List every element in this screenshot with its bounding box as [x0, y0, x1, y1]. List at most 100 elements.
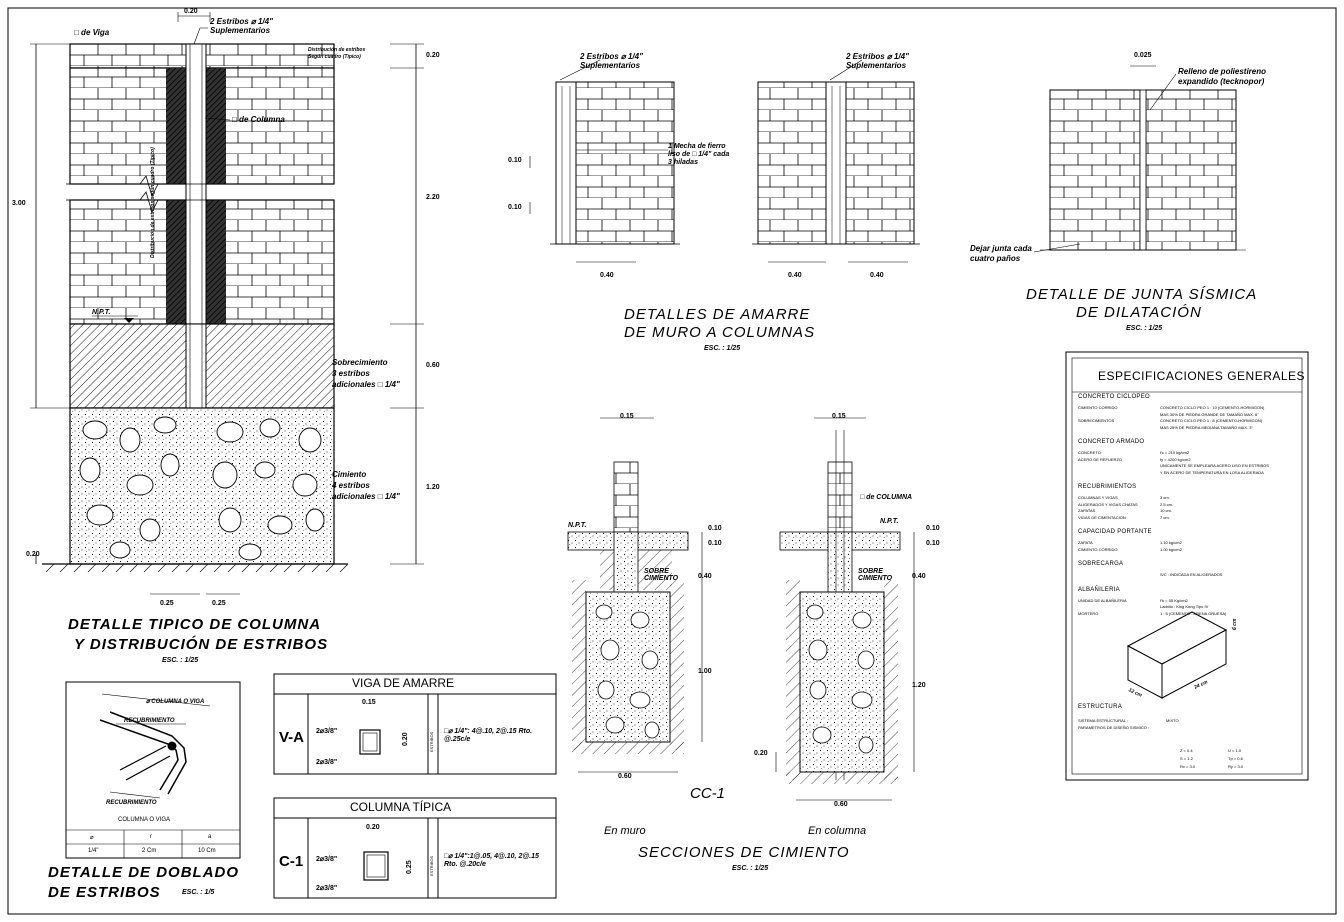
doblado-table-title: COLUMNA O VIGA	[118, 817, 171, 823]
seismic-parameter: Tp = 0.6	[1228, 756, 1243, 761]
columna-header: COLUMNA TÍPICA	[350, 800, 452, 814]
dejar-1: Dejar junta cada	[970, 244, 1032, 253]
cimiento-3: adicionales □ 1/4"	[332, 492, 400, 501]
vertical-dist-label: Distribución de estribos según cuadro (T…	[150, 147, 156, 258]
spec-section-title: ALBAÑILERIA	[1078, 586, 1120, 593]
top-width-dim: 0.20	[184, 8, 198, 15]
spec-row-label: VIGAS DE CIMENTACION	[1078, 514, 1126, 520]
dim-020-bottom: 0.20	[26, 551, 40, 558]
amarre-estribos-a-1: 2 Estribos ⌀ 1/4"	[580, 52, 643, 61]
brick-dim-1: 6 cm	[1232, 618, 1238, 630]
cim-dim-120: 1.20	[912, 682, 926, 689]
spec-row-value: S/C : INDICADA EN ALIGERADOS	[1160, 572, 1223, 577]
columna-dim-w: 0.20	[366, 824, 380, 831]
sobrecimiento-1: Sobrecimiento	[332, 358, 388, 367]
seismic-parameter: S = 1.2	[1180, 756, 1193, 761]
cim-sobre-b-2: CIMIENTO	[858, 575, 893, 582]
column-detail-title-2: Y DISTRIBUCIÓN DE ESTRIBOS	[74, 636, 329, 653]
amarre-dim-010-b: 0.10	[508, 204, 522, 211]
cimiento-2: 4 estribos	[332, 481, 370, 490]
junta-title-2: DE DILATACIÓN	[1076, 304, 1202, 321]
relleno-1: Relleno de poliestireno	[1178, 67, 1267, 76]
columna-code: C-1	[279, 853, 304, 870]
spec-row-value: 1.10 kg/cm2	[1160, 540, 1182, 545]
amarre-dim-040-b: 0.40	[788, 272, 802, 279]
estribos-label-2: Suplementarios	[210, 26, 271, 35]
column-detail-drawing	[30, 12, 424, 595]
amarre-dim-010-a: 0.10	[508, 157, 522, 164]
doblado-th-2: a	[208, 834, 212, 840]
seismic-parameter: U = 1.0	[1228, 748, 1242, 753]
viga-bars-top: 2⌀3/8"	[316, 728, 338, 735]
amarre-dim-040-a: 0.40	[600, 272, 614, 279]
junta-scale: ESC. : 1/25	[1126, 325, 1163, 332]
spec-section-title: CONCRETO ARMADO	[1078, 439, 1145, 445]
amarre-title-1: DETALLES DE AMARRE	[624, 306, 811, 323]
amarre-estribos-b-2: Suplementarios	[846, 61, 907, 70]
viga-estribos-1: □⌀ 1/4": 4@.10, 2@.15 Rto.	[444, 728, 533, 735]
cimiento-title: SECCIONES DE CIMIENTO	[638, 844, 850, 861]
dejar-2: cuatro paños	[970, 254, 1021, 263]
column-detail-title-1: DETALLE TIPICO DE COLUMNA	[68, 616, 322, 633]
columna-estribos-side: ESTRIBOS	[429, 855, 434, 876]
spec-row-label: CIMIENTO CORRIDO	[1078, 405, 1118, 410]
cimiento-1: Cimiento	[332, 470, 367, 479]
viga-box-frame	[273, 673, 557, 775]
cim-dim-040-a: 0.40	[698, 573, 712, 580]
cim-dim-060-a: 0.60	[618, 773, 632, 780]
cim-dim-020: 0.20	[754, 750, 768, 757]
cimiento-columna-drawing	[775, 417, 915, 801]
spec-row-value: CONCRETO CICLO PEO 1 : 8 (CEMENTO-HORMIG…	[1160, 418, 1263, 423]
spec-section-title: SOBRECARGA	[1078, 561, 1124, 567]
cim-dim-010-4: 0.10	[926, 540, 940, 547]
spec-row-value: 10 cm.	[1160, 508, 1173, 513]
dim-020-top: 0.20	[426, 52, 440, 59]
spec-row-label: ALIGERADOS Y VIGAS CHATAS	[1078, 501, 1138, 507]
estribos-label-1: 2 Estribos ⌀ 1/4"	[210, 17, 273, 26]
cim-code: CC-1	[690, 785, 726, 802]
amarre-title-2: DE MURO A COLUMNAS	[624, 324, 816, 341]
spec-row-value: UNICAMENTE SE EMPLEARA ACERO LISO EN EST…	[1160, 463, 1269, 468]
dim-025-b: 0.25	[212, 600, 226, 607]
amarre-estribos-b-1: 2 Estribos ⌀ 1/4"	[846, 52, 909, 61]
cim-npt-b: N.P.T.	[880, 518, 899, 525]
brick-isometric	[1126, 611, 1228, 699]
columna-bars-bot: 2⌀3/8"	[316, 885, 338, 892]
doblado-columna-viga: ⌀ COLUMNA O VIGA	[146, 699, 205, 705]
dim-120: 1.20	[426, 484, 440, 491]
cim-dim-040-b: 0.40	[912, 573, 926, 580]
viga-estribos-2: @.25c/e	[444, 736, 471, 743]
spec-row-label: CIMIENTO CORRIDO	[1078, 546, 1118, 552]
spec-row-value: 1 : 5 (CEMENTO - ARENA GRUESA)	[1160, 610, 1227, 616]
spec-row-label: ZAPATA	[1078, 540, 1093, 545]
spec-section-title: CAPACIDAD PORTANTE	[1078, 529, 1152, 535]
spec-section-title: RECUBRIMIENTOS	[1078, 484, 1137, 490]
viga-estribos-side: ESTRIBOS	[429, 731, 434, 752]
spec-estructura-label: PARAMETROS DE DISEÑO SISMICO :	[1078, 725, 1150, 730]
junta-drawing	[1033, 65, 1246, 253]
spec-row-value: 1.00 kg/cm2	[1160, 546, 1182, 552]
cimiento-scale: ESC. : 1/25	[732, 865, 769, 872]
specs-box-frame	[1065, 351, 1309, 781]
doblado-td-0: 1/4"	[88, 848, 99, 854]
spec-row-label: MORTERO	[1078, 610, 1099, 616]
viga-code: V-A	[279, 729, 305, 746]
spec-section-title: CONCRETO CICLOPEO	[1078, 394, 1150, 400]
spec-row-value: fy = 4200 kg/cm2	[1160, 456, 1191, 462]
spec-row-label: ZAPATAS	[1078, 508, 1096, 513]
dim-025-a: 0.25	[160, 600, 174, 607]
sheet-border	[7, 7, 1337, 915]
spec-row-value: CONCRETO CICLO PEO 1 : 10 (CEMENTO-HORMI…	[1160, 405, 1265, 410]
junta-dim: 0.025	[1134, 52, 1152, 59]
columna-estribos-2: Rto. @.20c/e	[444, 861, 486, 868]
doblado-td-1: 2 Cm	[142, 848, 157, 854]
specs-header: ESPECIFICACIONES GENERALES	[1098, 369, 1306, 383]
cim-dim-010-3: 0.10	[926, 525, 940, 532]
viga-bars-bot: 2⌀3/8"	[316, 759, 338, 766]
doblado-title-2: DE ESTRIBOS	[48, 884, 161, 901]
spec-row-value: f'c = 210 kg/cm2	[1160, 450, 1190, 455]
spec-row-value: 3 cm.	[1160, 495, 1170, 500]
seismic-parameter: Z = 0.4	[1180, 748, 1193, 753]
amarre-dim-040-c: 0.40	[870, 272, 884, 279]
cim-npt-a: N.P.T.	[568, 522, 587, 529]
